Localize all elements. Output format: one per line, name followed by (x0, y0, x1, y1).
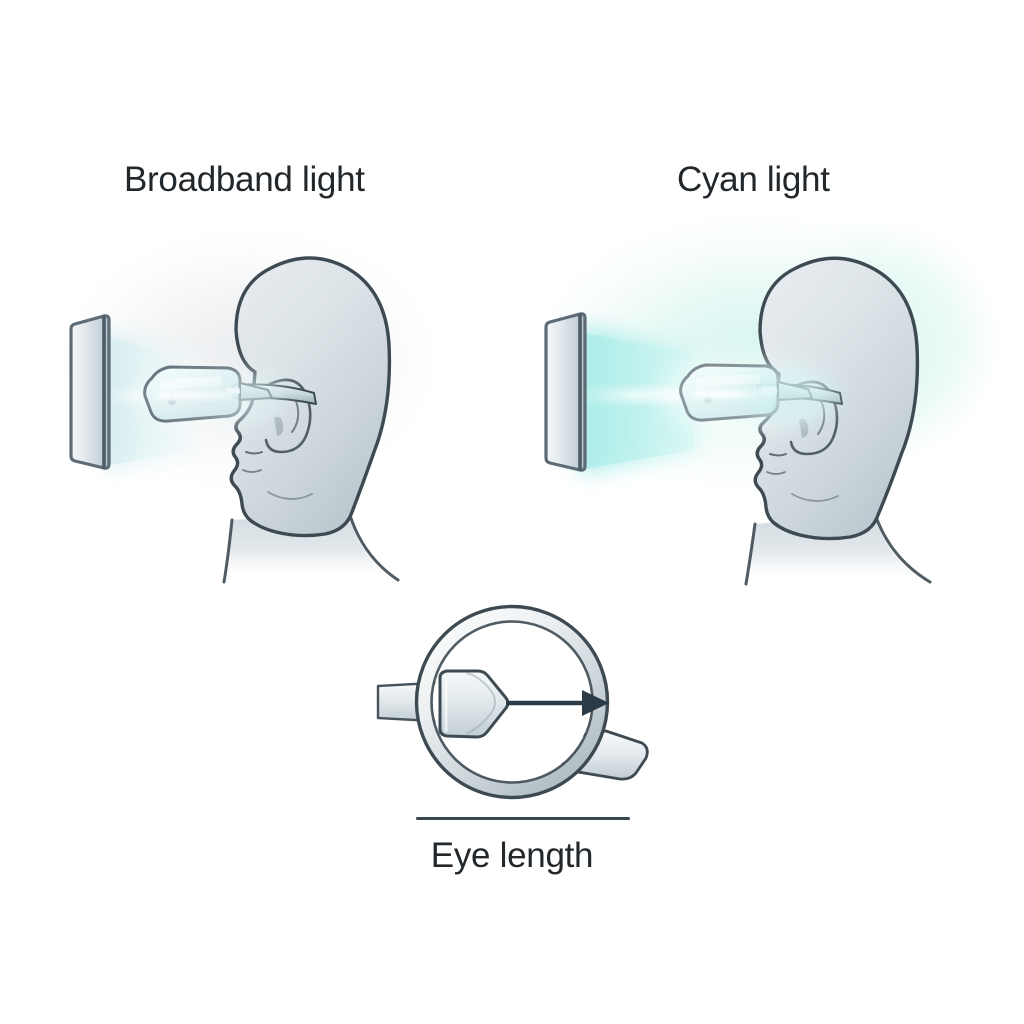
broadband-head-profile (229, 256, 392, 538)
cyan-ambient-glow (510, 202, 1000, 502)
broadband-ear (264, 378, 312, 454)
eye-cross-section (376, 604, 649, 800)
eye-cornea (438, 669, 510, 739)
cyan-goggle-lens (679, 363, 780, 422)
eye-retina-inner-line (430, 620, 594, 784)
cyan-light-beam (578, 325, 718, 475)
cyan-neck (746, 514, 930, 584)
eye-muscle-band (376, 680, 454, 724)
broadband-goggles (143, 365, 317, 423)
panel-cyan-illustration (510, 202, 1000, 586)
broadband-ambient-glow (50, 225, 450, 495)
panel-title-cyan: Cyan light (677, 160, 830, 199)
broadband-goggle-lens (143, 365, 242, 423)
eye-vitreous (433, 623, 591, 781)
broadband-light-beam (104, 330, 214, 470)
panel-broadband-illustration (50, 225, 450, 584)
broadband-neck (224, 512, 398, 582)
cyan-ear (789, 380, 839, 456)
panel-title-broadband: Broadband light (124, 160, 365, 199)
eye-sclera-outer (416, 606, 608, 798)
eye-optic-nerve (556, 729, 649, 781)
eye-axial-length-arrow (506, 690, 609, 716)
cyan-head-profile (753, 256, 920, 541)
broadband-beam-core (104, 392, 214, 401)
cyan-goggles (679, 363, 843, 422)
cyan-beam-core (578, 390, 718, 400)
eye-length-rule (416, 817, 630, 820)
eye-length-label: Eye length (430, 836, 594, 875)
broadband-light-panel (69, 314, 111, 470)
cyan-light-panel (544, 312, 587, 472)
eye-sclera-outer-line (414, 604, 610, 800)
